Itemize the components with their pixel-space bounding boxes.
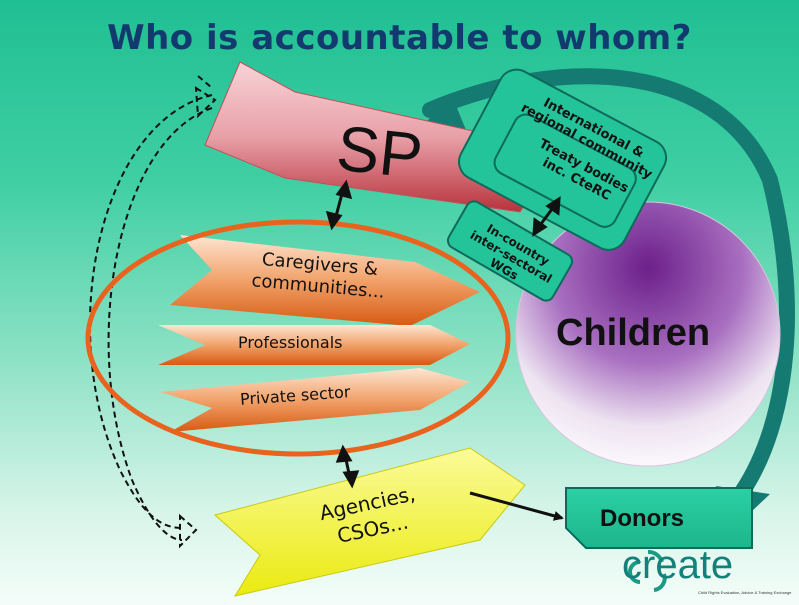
international-box <box>458 68 668 251</box>
double-arrows <box>325 179 561 489</box>
logo-tagline: Child Rights Evaluation, Advice & Traini… <box>698 590 792 595</box>
sp-label: SP <box>333 111 426 193</box>
in-country-box <box>446 200 574 302</box>
donors-label: Donors <box>600 505 684 532</box>
professionals-label: Professionals <box>238 333 343 352</box>
dashed-accountability-arrows <box>88 75 217 549</box>
professionals-arrow <box>158 325 470 365</box>
agencies-arrow <box>213 447 526 597</box>
duty-bearers-ring <box>85 219 511 457</box>
children-circle <box>515 201 781 467</box>
create-logo: create <box>622 543 734 587</box>
page-title: Who is accountable to whom? <box>107 18 692 58</box>
donors-box <box>565 487 753 549</box>
children-label: Children <box>556 312 711 354</box>
private-sector-arrow <box>160 368 470 432</box>
agencies-to-donors-arrow <box>469 491 564 521</box>
caregivers-arrow <box>170 235 480 326</box>
create-logo-icon <box>628 550 667 592</box>
